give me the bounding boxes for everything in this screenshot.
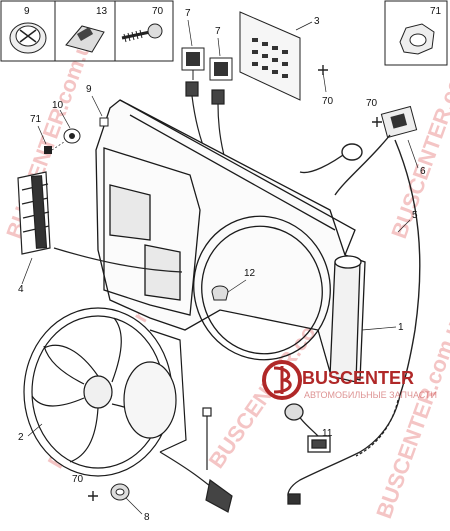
callout-13: 13 [96,6,108,17]
callout-6: 6 [420,166,426,177]
inset-part-70: 70 [114,0,174,62]
wiring-harness-5 [299,134,421,396]
relay-7-right: 7 [209,26,233,81]
callout-70-mid: 70 [322,96,334,107]
fan-shroud-1 [95,99,366,383]
callout-7-a: 7 [185,8,191,19]
callout-5: 5 [412,210,418,221]
resistor-4 [17,171,51,255]
callout-10: 10 [52,100,64,111]
callout-12: 12 [244,268,256,279]
fan-assembly-2 [23,307,187,477]
callout-70-right: 70 [366,98,378,109]
screw-70-bottom: 70 [72,474,98,501]
logo-tagline: АВТОМОБИЛЬНЫЕ ЗАПЧАСТИ [304,390,437,400]
grommet-10: 10 [52,100,81,144]
inset-part-9: 9 [0,0,56,62]
callout-71-top: 71 [430,6,442,17]
buscenter-logo: BUSCENTER АВТОМОБИЛЬНЫЕ ЗАПЧАСТИ [262,360,437,400]
watermark-text: BUSCENTER.com.ua [1,26,100,242]
callout-71-left: 71 [30,114,42,125]
callout-3: 3 [314,16,320,27]
connector-6: 70 6 [366,98,426,177]
callout-70-bottom: 70 [72,474,84,485]
plug-12: 12 [211,268,256,301]
callout-9-top: 9 [24,6,30,17]
screw-70-mid: 70 [318,65,334,107]
callout-7-b: 7 [215,26,221,37]
lower-harness [284,394,401,505]
callout-2: 2 [18,432,24,443]
callout-8: 8 [144,512,150,523]
inset-part-71: 71 [384,0,448,66]
callout-1: 1 [398,322,404,333]
callout-11: 11 [322,428,333,439]
marker-9-mid: 9 [86,84,109,127]
relay-7-left: 7 [181,8,205,80]
bush-8: 8 [110,483,150,523]
callout-4: 4 [18,284,24,295]
callout-9-mid: 9 [86,84,92,95]
fan-harness [159,407,233,513]
fastener-71-left: 71 [30,114,65,154]
fuse-board-3: 3 [239,11,320,101]
callout-70-top: 70 [152,6,164,17]
watermark-text: BUSCENTER.com.ua [371,306,450,522]
logo-brand: BUSCENTER [302,368,414,388]
